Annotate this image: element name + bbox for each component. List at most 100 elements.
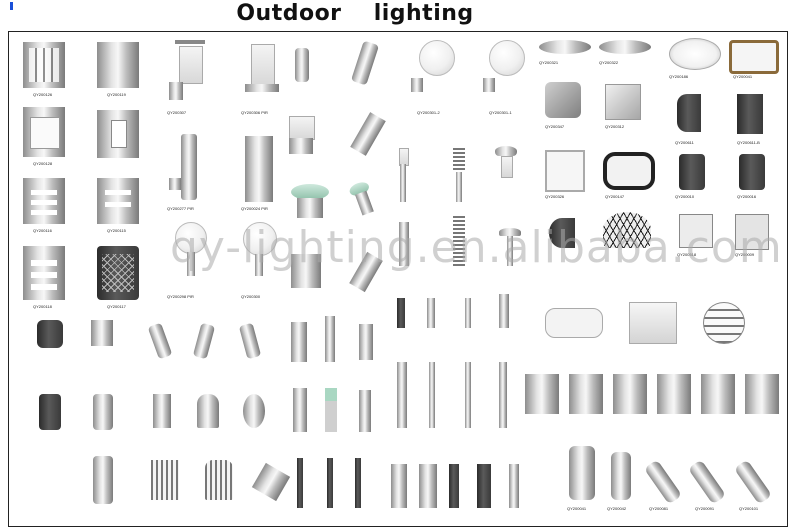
dark-up-down-lamp[interactable] [739, 154, 765, 190]
arch-wall-lamp[interactable] [729, 40, 779, 74]
green-bollard[interactable] [325, 388, 337, 432]
dark-wall-lamp[interactable] [679, 154, 705, 190]
bollard-lamp-3[interactable] [359, 324, 373, 360]
cylinder-up-lamp-2[interactable] [611, 452, 631, 500]
dark-bollard[interactable] [297, 458, 303, 508]
angled-cylinder-lamp-2[interactable] [687, 459, 727, 505]
cage-dome-lamp[interactable] [603, 212, 651, 248]
green-glass-lamp[interactable] [291, 184, 331, 220]
wall-lamp-grid[interactable] [23, 42, 65, 88]
bollard-lamp-2[interactable] [325, 316, 335, 362]
stripe-wall-lamp-2[interactable] [569, 374, 603, 414]
cylinder-wall-lamp[interactable] [169, 134, 209, 202]
grey-square-lamp[interactable] [545, 82, 581, 118]
wall-lamp-bands[interactable] [23, 246, 65, 300]
grille-garden-lamp[interactable] [477, 464, 491, 508]
glass-box-lamp[interactable] [289, 116, 315, 156]
garden-lamp-dark[interactable] [449, 464, 459, 508]
tall-bollard-2[interactable] [429, 362, 435, 428]
up-down-wall-lamp[interactable] [37, 320, 63, 348]
cage-wall-lamp[interactable] [151, 460, 179, 500]
short-bollard-3[interactable] [465, 298, 471, 328]
tall-post-lamp[interactable] [399, 222, 409, 266]
tube-wall-lamp-steel[interactable] [93, 394, 113, 430]
green-angled-lamp[interactable] [347, 179, 380, 218]
lantern-wall-lamp[interactable] [167, 40, 211, 104]
cage-wall-lamp-2[interactable] [205, 460, 233, 500]
lantern-wall-lamp-2[interactable] [239, 40, 283, 104]
round-bulkhead[interactable] [669, 38, 721, 70]
round-wall-lamp[interactable] [243, 394, 265, 428]
square-surface-lamp[interactable] [605, 84, 641, 120]
globe-wall-lamp-white[interactable] [411, 40, 455, 102]
dark-bollard-3[interactable] [355, 458, 361, 508]
angled-wall-lamp[interactable] [350, 40, 380, 86]
half-cylinder-lamp[interactable] [91, 320, 113, 346]
slot-wall-lamp[interactable] [153, 394, 171, 428]
globe-wall-lamp-2[interactable] [237, 222, 281, 286]
bollard-lamp-5[interactable] [359, 390, 371, 432]
stripe-wall-lamp-6[interactable] [745, 374, 779, 414]
angled-cylinder-lamp[interactable] [643, 459, 683, 505]
tube-wall-lamp[interactable] [295, 48, 309, 82]
slot-bulkhead[interactable] [545, 308, 603, 338]
globe-wall-lamp-white-2[interactable] [483, 40, 527, 102]
stripe-wall-lamp-3[interactable] [613, 374, 647, 414]
box-wall-lamp-3[interactable] [735, 214, 769, 250]
mushroom-lamp[interactable] [499, 228, 523, 266]
angled-tube-lamp-2[interactable] [192, 322, 216, 360]
product-code: QY200042 [607, 506, 627, 511]
angled-tube-lamp[interactable] [147, 322, 173, 360]
wall-lamp-lattice[interactable] [97, 246, 139, 300]
angled-tube-lamp-3[interactable] [238, 322, 262, 360]
product-code: QY200091 [695, 506, 715, 511]
twin-garden-lamp[interactable] [419, 464, 437, 508]
tall-bollard-4[interactable] [499, 362, 507, 428]
mushroom-garden-lamp[interactable] [509, 464, 519, 508]
disc-ceiling-lamp-2[interactable] [599, 40, 651, 54]
grille-post-lamp[interactable] [453, 148, 465, 202]
wedge-wall-lamp[interactable] [350, 112, 386, 156]
tube-wall-lamp-dark[interactable] [39, 394, 61, 430]
wall-lamp-window[interactable] [23, 107, 65, 157]
box-wall-lamp[interactable] [291, 254, 321, 288]
wedge-lamp-low[interactable] [251, 462, 291, 502]
grille-tall-lamp[interactable] [453, 216, 465, 266]
dark-half-cylinder[interactable] [677, 94, 701, 132]
tall-bollard[interactable] [397, 362, 407, 428]
short-bollard-2[interactable] [427, 298, 435, 328]
wall-lamp-sensor[interactable] [97, 110, 139, 158]
sensor-cylinder-lamp[interactable] [93, 456, 113, 504]
box-wall-lamp-2[interactable] [679, 214, 713, 248]
round-slat-lamp[interactable] [703, 302, 745, 344]
wall-lamp-slats[interactable] [23, 178, 65, 224]
cylinder-up-lamp[interactable] [569, 446, 595, 500]
square-panel-lamp[interactable] [629, 302, 677, 344]
dark-wedge-lamp[interactable] [549, 218, 575, 248]
square-glass-bulkhead[interactable] [545, 150, 585, 192]
cone-wall-lamp[interactable] [491, 146, 525, 192]
square-wall-lamp[interactable] [245, 136, 273, 202]
dark-box-lamp[interactable] [737, 94, 763, 134]
garden-lamp[interactable] [391, 464, 407, 508]
product-code: QY200301-1 [489, 110, 512, 115]
stripe-wall-lamp-4[interactable] [657, 374, 691, 414]
angled-cylinder-lamp-3[interactable] [733, 459, 773, 505]
bollard-lamp-4[interactable] [293, 388, 307, 432]
short-bollard-4[interactable] [499, 294, 509, 328]
wall-lamp-stripes[interactable] [97, 178, 139, 224]
dark-bollard-2[interactable] [327, 458, 333, 508]
oval-bulkhead[interactable] [603, 152, 655, 190]
dome-wall-lamp[interactable] [197, 394, 219, 428]
wall-lamp-flat[interactable] [97, 42, 139, 88]
bollard-lamp[interactable] [291, 322, 307, 362]
globe-wall-lamp[interactable] [167, 222, 211, 286]
stripe-wall-lamp[interactable] [525, 374, 559, 414]
tall-bollard-3[interactable] [465, 362, 471, 428]
short-bollard[interactable] [397, 298, 405, 328]
product-code: QY200116 [33, 228, 52, 233]
stripe-wall-lamp-5[interactable] [701, 374, 735, 414]
torch-post-lamp[interactable] [399, 148, 409, 202]
disc-ceiling-lamp[interactable] [539, 40, 591, 54]
product-code: QY200312 [605, 124, 625, 129]
